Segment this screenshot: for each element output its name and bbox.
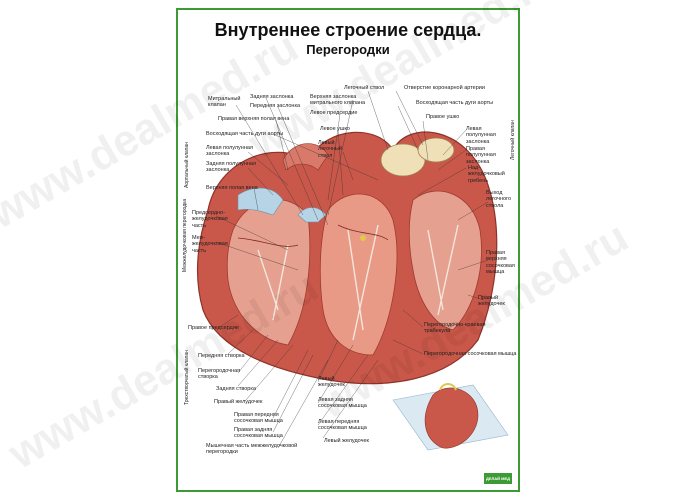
label-mitral-valve: Митральный клапан xyxy=(208,96,241,109)
label-pulmonary-valve-group: Легочный клапан xyxy=(510,120,516,160)
label-anterior-leaflet: Передняя створка xyxy=(198,353,245,359)
poster-subtitle: Перегородки xyxy=(306,42,390,57)
poster: Внутреннее строение сердца. Перегородки … xyxy=(176,8,520,492)
label-posterior-leaflet: Задняя створка xyxy=(216,386,256,392)
poster-title: Внутреннее строение сердца. xyxy=(214,20,482,40)
label-upper-cusp-mitral: Верхняя заслонка митрального клапана xyxy=(310,94,366,107)
label-tricuspid-valve-group: Трехстворчатый клапан xyxy=(184,349,190,405)
label-pulmonary-outflow: Выход легочного ствола xyxy=(486,190,511,209)
label-posterior-cusp: Задняя заслонка xyxy=(250,94,294,100)
label-left-pulmonary-trunk: Левый легочный ствол xyxy=(318,140,343,159)
label-left-atrium: Левое предсердие xyxy=(310,110,358,116)
label-posterior-semilunar-valve: Задняя полулунная заслонка xyxy=(206,161,256,174)
label-right-upper-vein: Правая верхняя полая вена xyxy=(218,116,290,122)
label-atrioventricular-part: Предсердно- желудочковая часть xyxy=(192,210,228,229)
publisher-logo: ДЕЛАЙ МЕД xyxy=(484,473,512,484)
label-right-upper-papillary: Правая верхняя сосочковая мышца xyxy=(486,250,515,276)
label-right-semilunar-valve: Правая полулунная заслонка xyxy=(466,146,496,165)
leader-lines xyxy=(215,90,489,449)
label-muscular-septum: Мышечная часть межжелудочковой перегород… xyxy=(206,443,298,456)
label-left-ventricle: Левый желудочек xyxy=(318,376,345,389)
label-superior-vena-cava: Верхняя полая вена xyxy=(206,185,258,191)
label-pulmonary-trunk: Легочный ствол xyxy=(344,85,385,91)
label-left-ventricle-2: Левый желудочек xyxy=(324,438,369,444)
label-left-anterior-papillary: Левая передняя сосочковая мышца xyxy=(318,419,367,432)
label-left-semilunar-valve-b: Левая полулунная заслонка xyxy=(466,126,496,145)
label-septomarginal-trabecula: Перегородочно-краевая трабекула xyxy=(424,322,486,335)
heart-illustration xyxy=(196,90,509,451)
label-septal-leaflet: Перегородочная створка xyxy=(198,368,241,381)
label-left-semilunar-valve-a: Левая полулунная заслонка xyxy=(206,145,253,158)
label-ascending-aorta-arch: Восходящая часть дуги аорты xyxy=(206,131,284,137)
label-coronary-opening: Отверстие коронарной артерии xyxy=(404,85,485,91)
label-anterior-cusp: Передняя заслонка xyxy=(250,103,301,109)
label-ascending-aorta: Восходящая часть дуги аорты xyxy=(416,100,494,106)
label-septal-papillary: Перегородочная сосочковая мышца xyxy=(424,351,517,357)
label-right-posterior-papillary: Правая задняя сосочковая мышца xyxy=(234,427,283,440)
label-right-atrium: Правое предсердие xyxy=(188,325,239,331)
label-interventricular-septum-group: Межжелудочковая перегородка xyxy=(182,198,188,272)
inset-heart-diagram xyxy=(392,383,509,451)
label-left-auricle: Левое ушко xyxy=(320,126,350,132)
label-left-posterior-papillary: Левая задняя сосочковая мышца xyxy=(318,397,367,410)
label-right-ventricle: Правый желудочек xyxy=(478,295,505,308)
heart-cross-section xyxy=(196,131,498,385)
label-interventricular-part: Меж- желудочковая часть xyxy=(192,235,228,254)
label-supraventricular-crest: Над- желудочковый гребень xyxy=(468,165,505,184)
label-right-anterior-papillary: Правая передняя сосочковая мышца xyxy=(234,412,283,425)
label-right-ventricle-2: Правый желудочек xyxy=(214,399,263,405)
label-aortic-valve-group: Аортальный клапан xyxy=(184,141,190,188)
label-right-auricle: Правое ушко xyxy=(426,114,460,120)
